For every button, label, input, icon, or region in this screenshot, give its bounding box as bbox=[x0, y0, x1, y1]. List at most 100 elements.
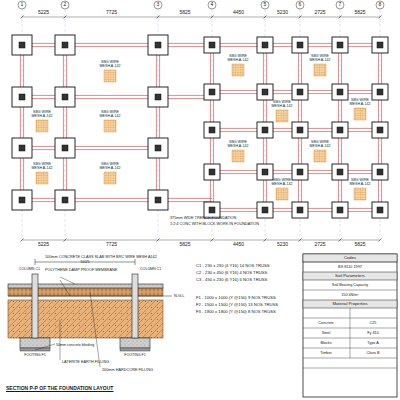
drawing-note: FOOTING F1 bbox=[24, 354, 46, 358]
ground-beam bbox=[22, 95, 158, 96]
pad-footing bbox=[292, 84, 308, 100]
ground-beam bbox=[22, 98, 158, 99]
dimension-tick bbox=[21, 239, 24, 242]
dimension-tick bbox=[379, 239, 382, 242]
column bbox=[297, 207, 303, 213]
pad-footing bbox=[332, 164, 348, 180]
grid-number: 4 bbox=[211, 2, 214, 8]
section-caption: SECTION P-P OF THE FOUNDATION LAYOUT bbox=[6, 386, 113, 392]
column bbox=[297, 89, 303, 95]
wire-mesh bbox=[276, 188, 288, 200]
grid-number: 3 bbox=[157, 2, 160, 8]
drawing-note: POLYTHENE DAMP PROOF MEMBRANE bbox=[45, 268, 117, 272]
ground-beam bbox=[22, 43, 158, 44]
mesh-note: SBG WIRE MESH A-142 bbox=[29, 163, 55, 171]
column bbox=[337, 127, 343, 133]
column bbox=[262, 42, 268, 48]
dimension-tick bbox=[299, 16, 302, 19]
wire-mesh bbox=[232, 64, 244, 76]
drawing-note: COLUMN C1 bbox=[140, 268, 161, 272]
grid-bubble bbox=[18, 1, 26, 9]
dimension-line bbox=[22, 240, 380, 241]
dimension-tick bbox=[211, 16, 214, 19]
wire-mesh bbox=[354, 188, 366, 200]
pad-footing bbox=[332, 37, 348, 53]
column bbox=[262, 169, 268, 175]
pad-footing bbox=[148, 138, 168, 158]
grid-bubble bbox=[208, 1, 216, 9]
dimension-tick bbox=[157, 239, 160, 242]
dimension-tick bbox=[211, 239, 214, 242]
pad-footing bbox=[12, 190, 32, 210]
grid-bubble bbox=[61, 1, 69, 9]
pad-footing bbox=[257, 37, 273, 53]
dimension-text: 4450 bbox=[233, 242, 244, 248]
mesh-note: SBG WIRE MESH A-142 bbox=[307, 141, 333, 149]
grid-bubble bbox=[376, 1, 384, 9]
column bbox=[377, 89, 383, 95]
dimension-tick bbox=[264, 16, 267, 19]
dimension-text: 2725 bbox=[314, 242, 325, 248]
dimension-tick bbox=[64, 16, 67, 19]
pad-footing bbox=[372, 122, 388, 138]
drawing-note: 150 kN/m² bbox=[341, 293, 359, 297]
drawing-note: Class B bbox=[366, 351, 379, 355]
plan-layout bbox=[12, 1, 388, 242]
pad-footing bbox=[148, 87, 168, 107]
wire-mesh bbox=[354, 108, 366, 120]
column bbox=[377, 42, 383, 48]
grid-number: 2 bbox=[64, 2, 67, 8]
drawing-note: F2 - 1500 x 1500 (Y @150) 13 NOS TRUSS bbox=[196, 303, 278, 308]
mesh-note: SBG WIRE MESH A-142 bbox=[97, 163, 123, 171]
mesh-note: SBG WIRE MESH A-142 bbox=[347, 99, 373, 107]
column bbox=[155, 94, 161, 100]
pad-footing bbox=[204, 164, 220, 180]
wire-mesh bbox=[314, 150, 326, 162]
column bbox=[262, 89, 268, 95]
pad-footing bbox=[292, 37, 308, 53]
column bbox=[62, 145, 68, 151]
column bbox=[377, 127, 383, 133]
dimension-text: 5825 bbox=[354, 242, 365, 248]
wire-mesh bbox=[276, 110, 288, 122]
column bbox=[209, 89, 215, 95]
ground-beam bbox=[22, 198, 158, 199]
section-view bbox=[8, 259, 172, 367]
pad-footing bbox=[257, 84, 273, 100]
drawing-note: F3 - 1800 x 1800 (Y @150) 8 NOS TRUSS bbox=[196, 310, 276, 315]
column bbox=[209, 207, 215, 213]
drawing-note: 100mm CONCRETE CLASS SLAB WITH BRC WIRE … bbox=[45, 255, 157, 259]
dimension-tick bbox=[157, 16, 160, 19]
pad-footing bbox=[148, 190, 168, 210]
drawing-note: BS 8110 1997 bbox=[338, 265, 362, 269]
pad-footing bbox=[372, 84, 388, 100]
dimension-tick bbox=[299, 239, 302, 242]
grid-number: 7 bbox=[339, 2, 342, 8]
drawing-note: 50mm concrete blinding bbox=[56, 344, 94, 348]
drawing-note: 200mm HARDCORE FILLING bbox=[102, 368, 153, 372]
pad-footing bbox=[55, 138, 75, 158]
pad-footing bbox=[292, 122, 308, 138]
column bbox=[62, 197, 68, 203]
column bbox=[337, 42, 343, 48]
dimension-tick bbox=[339, 16, 342, 19]
column bbox=[155, 145, 161, 151]
dimension-line bbox=[22, 17, 380, 18]
dimension-tick bbox=[64, 239, 67, 242]
pad-footing bbox=[257, 122, 273, 138]
pad-footing bbox=[372, 164, 388, 180]
column bbox=[62, 94, 68, 100]
grid-bubble bbox=[154, 1, 162, 9]
column bbox=[19, 197, 25, 203]
column bbox=[19, 145, 25, 151]
mesh-note: SBG WIRE MESH A-142 bbox=[225, 55, 251, 63]
mesh-note: SBG WIRE MESH A-142 bbox=[97, 111, 123, 119]
pad-footing bbox=[257, 202, 273, 218]
drawing-note: 375mm WIDE TRENCH FOUNDATION bbox=[170, 216, 236, 220]
wire-mesh bbox=[36, 120, 48, 132]
ground-beam bbox=[63, 45, 64, 200]
drawing-note: Steel bbox=[322, 331, 331, 335]
mesh-note: SBG WIRE MESH A-142 bbox=[307, 55, 333, 63]
mesh-note: SBG WIRE MESH A-142 bbox=[269, 101, 295, 109]
drawing-note: LATERITE EARTH FILLING bbox=[62, 360, 109, 364]
